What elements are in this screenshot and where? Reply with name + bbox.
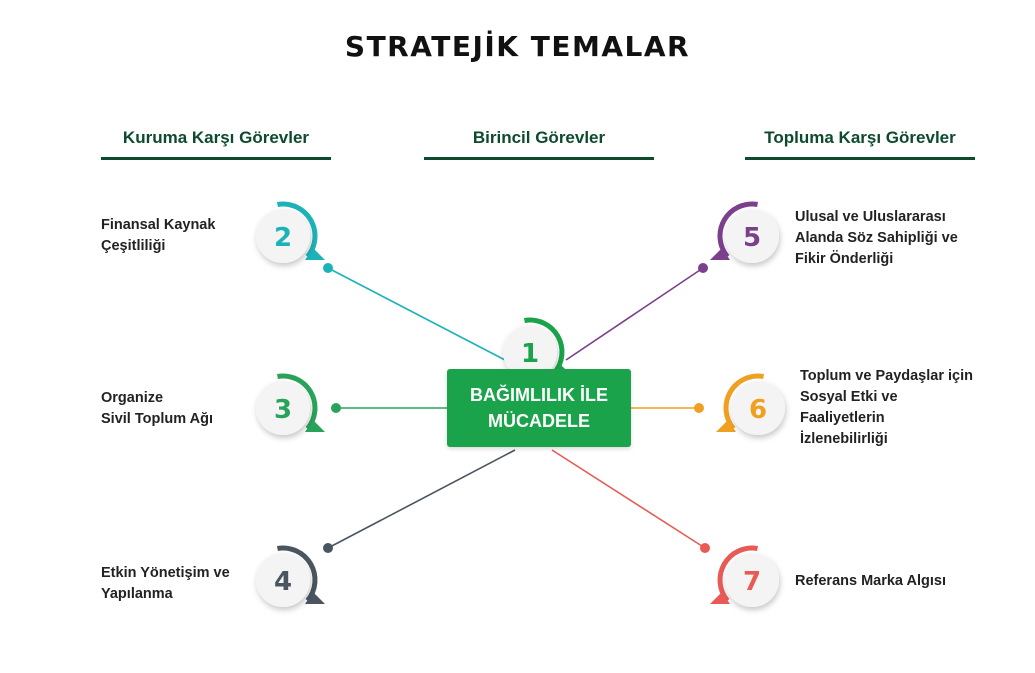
node-6: 6 <box>716 373 785 435</box>
node-7-label: Referans Marka Algısı <box>795 573 946 589</box>
center-theme-box: BAĞIMLILIK İLE MÜCADELE <box>447 369 631 447</box>
connector-dot-6 <box>694 403 704 413</box>
node-6-arc <box>723 373 764 431</box>
node-7-arc <box>717 545 758 603</box>
node-7-disc <box>725 553 779 607</box>
node-4-number: 4 <box>274 567 292 597</box>
node-4: 4 <box>256 545 325 607</box>
column-underline-right <box>745 157 975 160</box>
connector-line-2 <box>327 267 506 361</box>
connector-dot-3 <box>331 403 341 413</box>
node-2-disc <box>256 209 310 263</box>
node-3-disc <box>256 381 310 435</box>
connector-dot-5 <box>698 263 708 273</box>
node-1-disc <box>503 325 557 379</box>
node-5-arc <box>717 201 758 259</box>
node-1-arc <box>524 317 565 375</box>
node-5-label: Ulusal ve Uluslararası Alanda Söz Sahipl… <box>795 209 958 267</box>
connector-dot-2 <box>323 263 333 273</box>
node-5-pointer <box>710 248 730 260</box>
node-6-number: 6 <box>749 395 767 425</box>
node-5: 5 <box>710 201 779 263</box>
node-3-arc <box>277 373 318 431</box>
column-header-middle: Birincil Görevler <box>472 128 606 147</box>
node-4-arc <box>277 545 318 603</box>
node-2: 2 <box>256 201 325 263</box>
node-7: 7 <box>710 545 779 607</box>
node-4-pointer <box>305 592 325 604</box>
node-7-pointer <box>710 592 730 604</box>
connector-dot-7 <box>700 543 710 553</box>
node-3: 3 <box>256 373 325 435</box>
node-3-number: 3 <box>274 395 292 425</box>
node-2-arc <box>277 201 318 259</box>
node-6-pointer <box>716 420 736 432</box>
node-4-label: Etkin Yönetişim ve Yapılanma <box>101 565 230 602</box>
node-5-disc <box>725 209 779 263</box>
node-5-number: 5 <box>743 223 761 253</box>
connector-line-7 <box>551 449 706 549</box>
connector-line-4 <box>327 449 516 549</box>
node-7-number: 7 <box>743 567 761 597</box>
node-2-pointer <box>305 248 325 260</box>
page-title: STRATEJİK TEMALAR <box>344 30 691 63</box>
node-6-label: Toplum ve Paydaşlar için Sosyal Etki ve … <box>800 368 973 447</box>
connector-dot-4 <box>323 543 333 553</box>
node-2-label: Finansal Kaynak Çeşitliliği <box>101 217 216 254</box>
node-3-label: Organize Sivil Toplum Ağı <box>101 390 213 427</box>
column-underline-left <box>101 157 331 160</box>
connector-line-5 <box>565 267 704 361</box>
column-underline-middle <box>424 157 654 160</box>
node-6-disc <box>731 381 785 435</box>
column-header-left: Kuruma Karşı Görevler <box>122 128 310 147</box>
node-1-number: 1 <box>521 339 539 369</box>
node-2-number: 2 <box>274 223 292 253</box>
node-4-disc <box>256 553 310 607</box>
node-3-pointer <box>305 420 325 432</box>
column-header-right: Topluma Karşı Görevler <box>764 128 956 147</box>
